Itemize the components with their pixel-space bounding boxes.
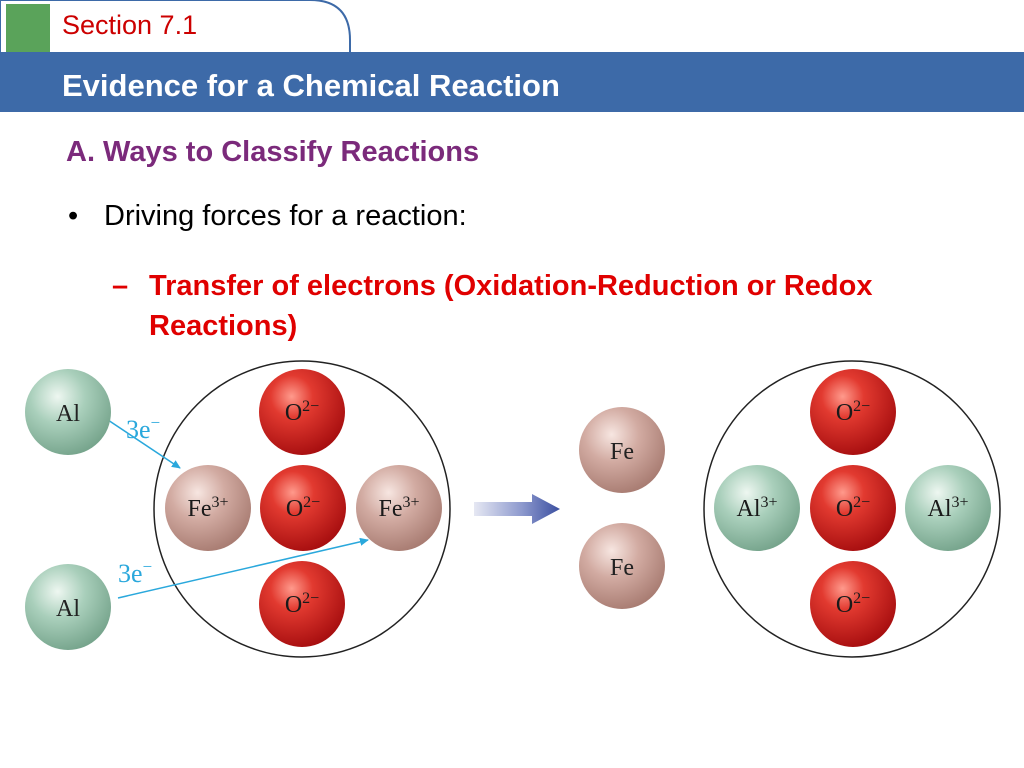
svg-text:O2−: O2− [286, 494, 320, 522]
electron-arrow-top [107, 419, 181, 469]
electron-arrow-bottom [117, 537, 369, 599]
electron-label-bottom: 3e− [118, 557, 152, 588]
product-oxide-ion-top: O2− [810, 369, 896, 455]
reactant-boundary [153, 360, 451, 658]
sub-bullet-marker: – [112, 270, 129, 302]
svg-text:Al: Al [56, 596, 80, 622]
oxide-ion-bottom: O2− [259, 561, 345, 647]
section-label: Section 7.1 [62, 10, 198, 40]
svg-text:O2−: O2− [836, 590, 870, 618]
aluminum-ion-left: Al3+ [714, 465, 800, 551]
slide-title: Evidence for a Chemical Reaction [62, 68, 560, 103]
iron-ion-left: Fe3+ [165, 465, 251, 551]
svg-text:Al: Al [56, 401, 80, 427]
aluminum-ion-right: Al3+ [905, 465, 991, 551]
al-atom-bottom: Al [25, 564, 111, 650]
bullet-marker: • [68, 200, 79, 232]
sub-bullet-item: – Transfer of electrons (Oxidation-Reduc… [112, 266, 1012, 346]
svg-text:Al3+: Al3+ [736, 494, 777, 522]
svg-text:O2−: O2− [285, 398, 319, 426]
electron-label-top: 3e− [126, 413, 160, 444]
oxide-ion-top: O2− [259, 369, 345, 455]
redox-diagram: 3e− 3e− Al Al O2− Fe3+ O2− Fe3+ O2− Fe F… [25, 360, 1001, 658]
fe-atom-bottom: Fe [579, 523, 665, 609]
svg-text:O2−: O2− [285, 590, 319, 618]
section-marker [6, 4, 50, 52]
title-bar [0, 52, 1024, 112]
svg-text:Fe: Fe [610, 555, 634, 581]
fe-atom-top: Fe [579, 407, 665, 493]
svg-text:O2−: O2− [836, 398, 870, 426]
iron-ion-right: Fe3+ [356, 465, 442, 551]
svg-text:Al3+: Al3+ [927, 494, 968, 522]
svg-text:O2−: O2− [836, 494, 870, 522]
al-atom-top: Al [25, 369, 111, 455]
product-oxide-ion-center: O2− [810, 465, 896, 551]
section-tab [0, 0, 351, 56]
bullet-text: Driving forces for a reaction: [104, 200, 467, 232]
sub-bullet-text: Transfer of electrons (Oxidation-Reducti… [149, 270, 873, 342]
section-heading: A. Ways to Classify Reactions [66, 136, 480, 168]
svg-text:Fe3+: Fe3+ [187, 494, 228, 522]
product-boundary [703, 360, 1001, 658]
product-oxide-ion-bottom: O2− [810, 561, 896, 647]
reaction-arrow [474, 494, 560, 524]
svg-text:Fe3+: Fe3+ [378, 494, 419, 522]
bullet-item: • Driving forces for a reaction: [68, 200, 467, 233]
oxide-ion-center: O2− [260, 465, 346, 551]
svg-text:Fe: Fe [610, 439, 634, 465]
